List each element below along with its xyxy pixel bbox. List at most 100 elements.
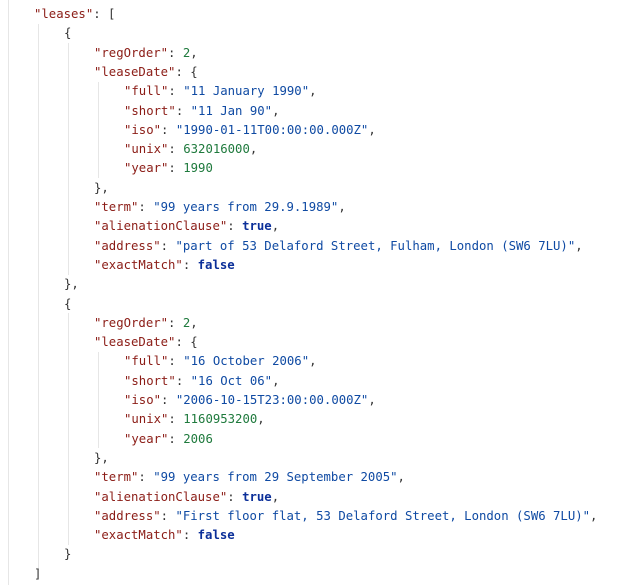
json-punctuation: ,	[309, 354, 317, 369]
code-line: "unix": 1160953200,	[124, 410, 265, 429]
code-line: "regOrder": 2,	[94, 314, 198, 333]
json-punctuation: : {	[175, 335, 198, 350]
json-key: "term"	[94, 470, 139, 485]
code-line: },	[64, 275, 79, 294]
json-key: "iso"	[124, 122, 162, 137]
json-key: "address"	[94, 508, 161, 523]
code-line: "iso": "1990-01-11T00:00:00.000Z",	[124, 121, 376, 140]
json-number: 632016000	[183, 142, 250, 157]
json-punctuation: }	[64, 547, 72, 562]
code-line: "exactMatch": false	[94, 256, 235, 275]
json-punctuation: ,	[368, 393, 376, 407]
code-line: "address": "First floor flat, 53 Delafor…	[94, 507, 597, 526]
code-line: "full": "16 October 2006",	[124, 352, 317, 371]
json-key: "unix"	[124, 412, 169, 427]
json-string: "First floor flat, 53 Delaford Street, L…	[175, 508, 591, 523]
json-punctuation: :	[182, 257, 198, 272]
json-punctuation: {	[64, 26, 72, 41]
json-punctuation: :	[160, 238, 176, 253]
json-number: 2	[182, 45, 191, 60]
json-string: "part of 53 Delaford Street, Fulham, Lon…	[175, 238, 576, 253]
json-punctuation: ,	[190, 45, 198, 60]
json-punctuation: },	[94, 180, 109, 195]
code-line: "iso": "2006-10-15T23:00:00.000Z",	[124, 391, 376, 410]
json-key: "term"	[94, 200, 139, 214]
code-line: },	[94, 449, 109, 468]
json-punctuation: :	[168, 45, 183, 60]
json-punctuation: :	[160, 508, 176, 523]
json-key: "regOrder"	[94, 315, 169, 330]
json-key: "exactMatch"	[94, 257, 183, 272]
json-key: "full"	[124, 354, 169, 369]
json-number: 1160953200	[183, 412, 258, 427]
json-punctuation: : [	[93, 7, 116, 21]
json-key: "alienationClause"	[94, 489, 228, 504]
code-line: "leaseDate": {	[94, 63, 198, 82]
json-key: "short"	[124, 373, 176, 388]
json-punctuation: :	[168, 84, 184, 99]
json-punctuation: : {	[175, 64, 198, 79]
code-line: "year": 2006	[124, 430, 213, 449]
code-line: }	[64, 545, 71, 564]
json-literal: true	[242, 219, 272, 234]
json-key: "short"	[124, 103, 176, 118]
json-punctuation: ,	[249, 142, 258, 157]
json-punctuation: :	[168, 161, 184, 176]
json-punctuation: ,	[575, 238, 583, 253]
json-key: "address"	[94, 238, 161, 253]
json-punctuation: ,	[590, 508, 598, 523]
code-line: "term": "99 years from 29.9.1989",	[94, 198, 346, 217]
json-punctuation: ,	[190, 315, 198, 330]
json-key: "year"	[124, 161, 169, 176]
json-punctuation: :	[168, 354, 184, 369]
json-string: "1990-01-11T00:00:00.000Z"	[175, 122, 369, 137]
json-punctuation: ,	[257, 412, 265, 427]
json-string: "2006-10-15T23:00:00.000Z"	[175, 393, 369, 407]
json-punctuation: :	[175, 103, 191, 118]
code-line: "short": "11 Jan 90",	[124, 102, 279, 121]
json-key: "leases"	[34, 7, 94, 21]
json-punctuation: {	[64, 296, 72, 311]
json-punctuation: ,	[272, 373, 280, 388]
json-punctuation: },	[64, 277, 79, 292]
code-line: ]	[34, 565, 41, 584]
code-line: "unix": 632016000,	[124, 140, 257, 159]
code-line: "alienationClause": true,	[94, 217, 279, 236]
json-key: "exactMatch"	[94, 528, 183, 543]
indent-guide	[98, 352, 99, 448]
json-string: "11 January 1990"	[183, 84, 310, 99]
json-punctuation: ,	[272, 103, 280, 118]
json-punctuation: :	[227, 489, 243, 504]
json-literal: false	[197, 528, 235, 543]
code-line: "regOrder": 2,	[94, 44, 198, 63]
json-punctuation: :	[182, 528, 198, 543]
json-punctuation: :	[168, 412, 184, 427]
code-line: "term": "99 years from 29 September 2005…	[94, 468, 405, 487]
json-punctuation: ,	[271, 219, 280, 234]
json-string: "99 years from 29 September 2005"	[153, 470, 398, 485]
json-punctuation: ,	[338, 200, 346, 214]
json-number: 2006	[183, 431, 213, 446]
json-string: "11 Jan 90"	[190, 103, 273, 118]
json-key: "leaseDate"	[94, 64, 176, 79]
json-punctuation: :	[227, 219, 243, 234]
json-literal: true	[242, 489, 272, 504]
json-punctuation: ,	[397, 470, 405, 485]
code-line: "short": "16 Oct 06",	[124, 372, 279, 391]
code-line: "leaseDate": {	[94, 333, 198, 352]
code-line: },	[94, 179, 109, 198]
json-punctuation: :	[168, 142, 184, 157]
json-literal: false	[197, 257, 235, 272]
indent-guide	[68, 313, 69, 545]
json-punctuation: :	[168, 315, 183, 330]
json-punctuation: ,	[271, 489, 280, 504]
code-line: {	[64, 24, 71, 43]
json-string: "99 years from 29.9.1989"	[153, 200, 339, 214]
json-key: "iso"	[124, 393, 162, 407]
json-key: "leaseDate"	[94, 335, 176, 350]
code-line: "address": "part of 53 Delaford Street, …	[94, 237, 583, 256]
json-key: "year"	[124, 431, 169, 446]
json-number: 1990	[183, 161, 213, 176]
json-string: "16 October 2006"	[183, 354, 310, 369]
